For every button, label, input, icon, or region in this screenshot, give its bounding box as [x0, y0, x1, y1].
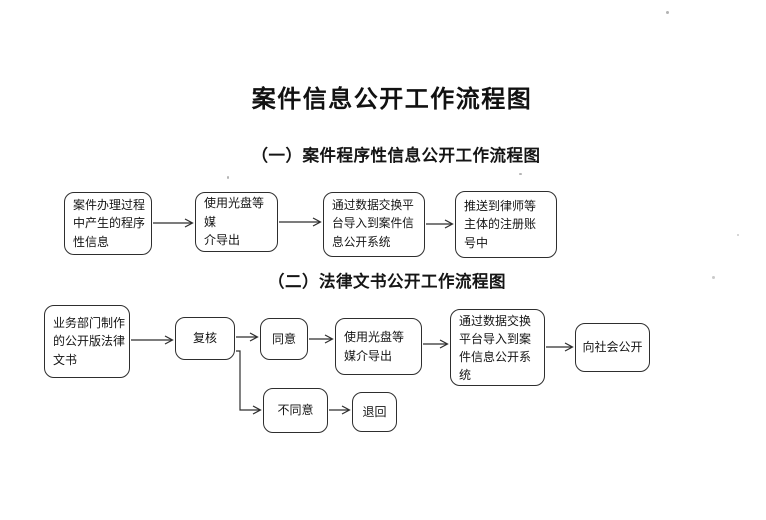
flow2-node-reject: 不同意: [263, 388, 328, 433]
flow2-node-import-system: 通过数据交换 平台导入到案 件信息公开系 统: [450, 309, 545, 386]
flow1-node-import-system: 通过数据交换平 台导入到案件信 息公开系统: [323, 192, 425, 257]
flow1-node-push-accounts: 推送到律师等 主体的注册账 号中: [455, 191, 557, 258]
flow2-node-legal-documents: 业务部门制作 的公开版法律 文书: [44, 305, 130, 378]
scan-speck: [737, 234, 739, 236]
flow2-node-return: 退回: [352, 392, 397, 432]
scan-speck: [519, 173, 522, 175]
flow2-node-publish-public: 向社会公开: [575, 323, 650, 372]
scan-speck: [666, 11, 669, 14]
flow1-node-export-media: 使用光盘等媒 介导出: [195, 192, 278, 252]
scan-speck: [712, 276, 715, 279]
flow2-node-export-media: 使用光盘等 媒介导出: [335, 318, 422, 375]
page-title: 案件信息公开工作流程图: [251, 87, 533, 113]
flow2-node-approve: 同意: [260, 318, 308, 360]
flow1-node-procedural-info: 案件办理过程 中产生的程序 性信息: [64, 192, 152, 255]
section-1-heading: （一）案件程序性信息公开工作流程图: [251, 147, 541, 165]
scan-speck: [227, 176, 229, 179]
flow2-node-review: 复核: [175, 317, 235, 360]
section-2-heading: （二）法律文书公开工作流程图: [268, 273, 506, 291]
arrow-f2-review-to-reject: [236, 350, 260, 410]
